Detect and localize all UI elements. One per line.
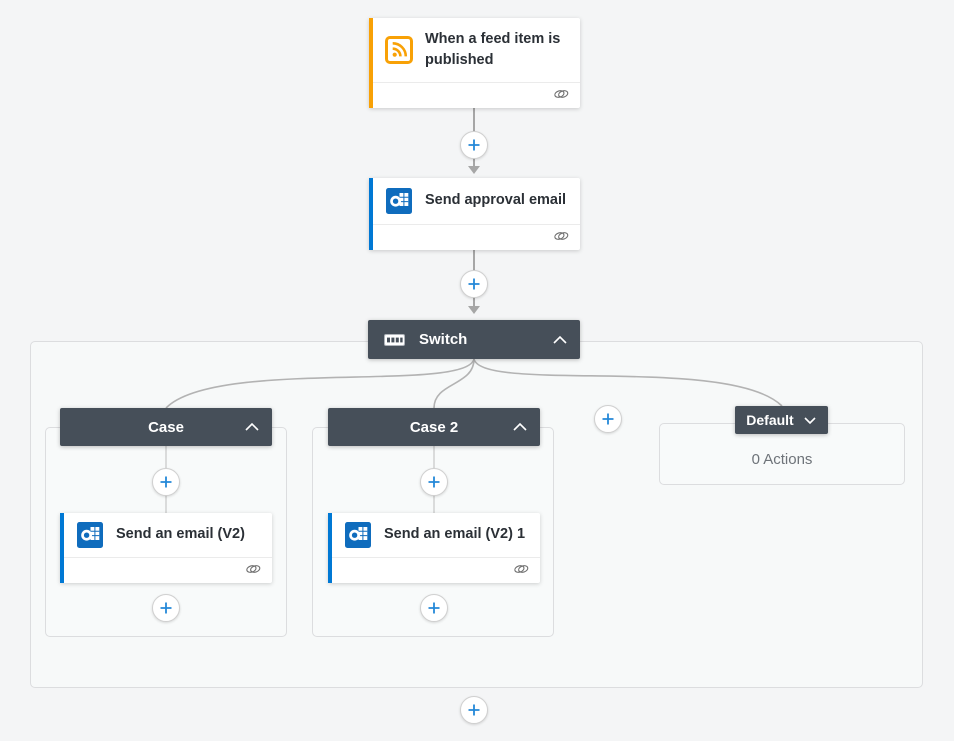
action-title: Send approval email (425, 192, 567, 209)
case-2-add-action-button[interactable] (420, 594, 448, 622)
case-2-label: Case 2 (409, 418, 459, 436)
trigger-card-when-feed-item-published[interactable]: When a feed item is published (369, 18, 580, 108)
default-label: Default (746, 412, 794, 428)
plus-icon (160, 602, 172, 614)
action-accent-bar (369, 178, 373, 250)
link-icon (553, 87, 570, 105)
plus-icon (468, 139, 480, 151)
new-step-button[interactable] (460, 696, 488, 724)
outlook-icon (385, 187, 413, 215)
case-2-insert-step-button[interactable] (420, 468, 448, 496)
case-1-label: Case (148, 418, 184, 436)
default-branch-actions-count: 0 Actions (751, 450, 813, 468)
chevron-down-icon[interactable] (803, 416, 817, 425)
action-card-send-an-email-v2-1[interactable]: Send an email (V2) 1 (328, 513, 540, 583)
action-card-footer (369, 224, 580, 250)
action-card-footer (60, 557, 272, 583)
rss-icon (385, 36, 413, 64)
action-title: Send an email (V2) (116, 526, 245, 543)
plus-icon (428, 476, 440, 488)
plus-icon (468, 278, 480, 290)
switch-label: Switch (419, 331, 468, 348)
action-accent-bar (60, 513, 64, 583)
plus-icon (602, 413, 614, 425)
trigger-title: When a feed item is published (425, 30, 561, 68)
case-1-add-action-button[interactable] (152, 594, 180, 622)
trigger-accent-bar (369, 18, 373, 108)
action-title: Send an email (V2) 1 (384, 526, 526, 543)
switch-header[interactable]: Switch (368, 320, 580, 359)
chevron-up-icon[interactable] (244, 422, 260, 432)
action-accent-bar (328, 513, 332, 583)
insert-step-button-1[interactable] (460, 131, 488, 159)
link-icon (513, 562, 530, 580)
plus-icon (468, 704, 480, 716)
action-card-send-approval-email[interactable]: Send approval email (369, 178, 580, 250)
case-1-header[interactable]: Case (60, 408, 272, 446)
default-branch-header[interactable]: Default (735, 406, 828, 434)
outlook-icon (344, 521, 372, 549)
chevron-up-icon[interactable] (552, 335, 568, 345)
link-icon (553, 229, 570, 247)
switch-icon (384, 333, 405, 346)
outlook-icon (76, 521, 104, 549)
case-2-header[interactable]: Case 2 (328, 408, 540, 446)
case-1-insert-step-button[interactable] (152, 468, 180, 496)
insert-step-button-2[interactable] (460, 270, 488, 298)
plus-icon (428, 602, 440, 614)
link-icon (245, 562, 262, 580)
action-card-footer (328, 557, 540, 583)
plus-icon (160, 476, 172, 488)
action-card-send-an-email-v2[interactable]: Send an email (V2) (60, 513, 272, 583)
trigger-card-footer (369, 82, 580, 108)
add-case-button[interactable] (594, 405, 622, 433)
chevron-up-icon[interactable] (512, 422, 528, 432)
